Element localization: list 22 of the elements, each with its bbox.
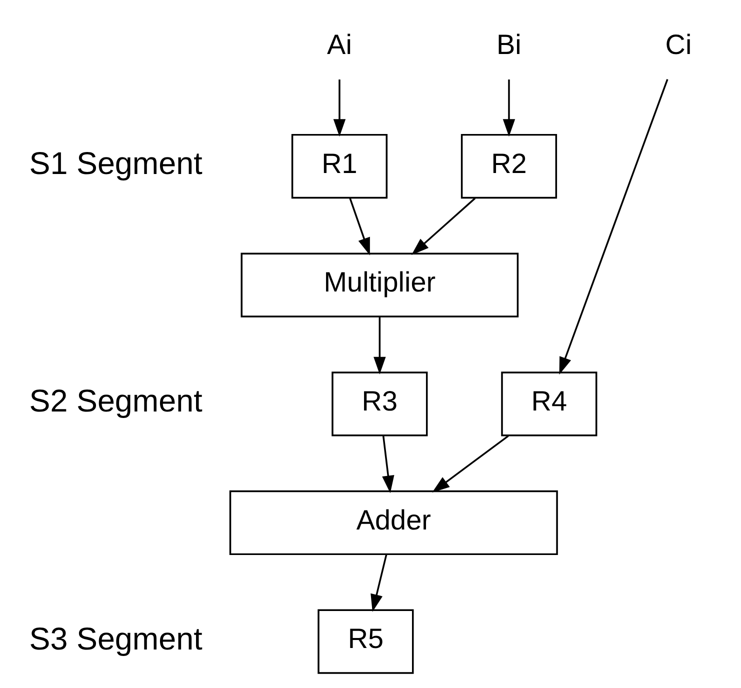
node-box: Adder — [229, 490, 558, 555]
arrow — [411, 197, 476, 254]
arrow — [432, 434, 509, 492]
node-text: Ci — [665, 28, 692, 60]
node-box: R5 — [318, 608, 414, 674]
node-box: R2 — [460, 133, 558, 198]
arrow — [333, 79, 346, 136]
label: S3 Segment — [29, 620, 202, 656]
node-text: Bi — [496, 28, 522, 60]
arrow — [559, 78, 668, 374]
arrow — [502, 79, 516, 136]
node-text: Ai — [327, 28, 352, 60]
arrow — [349, 198, 370, 255]
node-box: R3 — [332, 371, 428, 436]
node-box: R4 — [501, 371, 598, 436]
arrow — [370, 554, 388, 612]
label: S1 Segment — [29, 145, 202, 180]
node-box: Multiplier — [240, 252, 519, 317]
arrow — [374, 316, 386, 374]
label: S2 Segment — [29, 383, 202, 418]
node-box: R1 — [291, 133, 388, 198]
arrow — [382, 435, 394, 493]
